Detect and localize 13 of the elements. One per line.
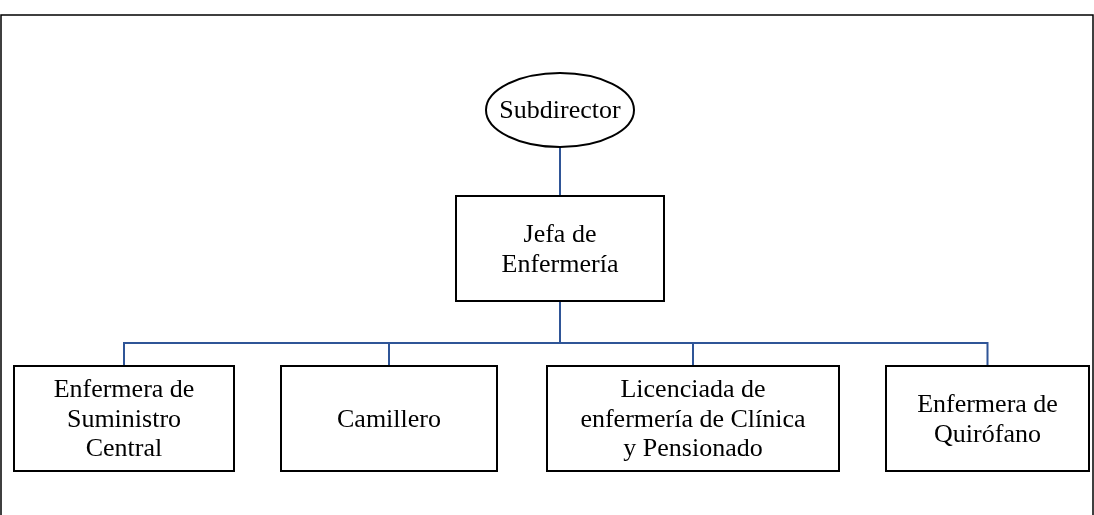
role-title: Camillero: [336, 403, 442, 434]
role-box: [455, 195, 665, 302]
role-title: Enfermera de Suministro Central: [52, 373, 196, 464]
role-title: Enfermera de Quirófano: [916, 388, 1059, 449]
role-title: Jefa de Enfermería: [500, 218, 620, 279]
connector-line: [559, 147, 561, 196]
role-box: [13, 365, 235, 472]
role-title: Subdirector: [498, 95, 622, 125]
role-box: [546, 365, 840, 472]
role-box: [885, 365, 1090, 472]
role-ellipse: [485, 72, 635, 148]
role-title: Licenciada de enfermería de Clínica y Pensionado: [579, 373, 807, 464]
role-box: [280, 365, 498, 472]
